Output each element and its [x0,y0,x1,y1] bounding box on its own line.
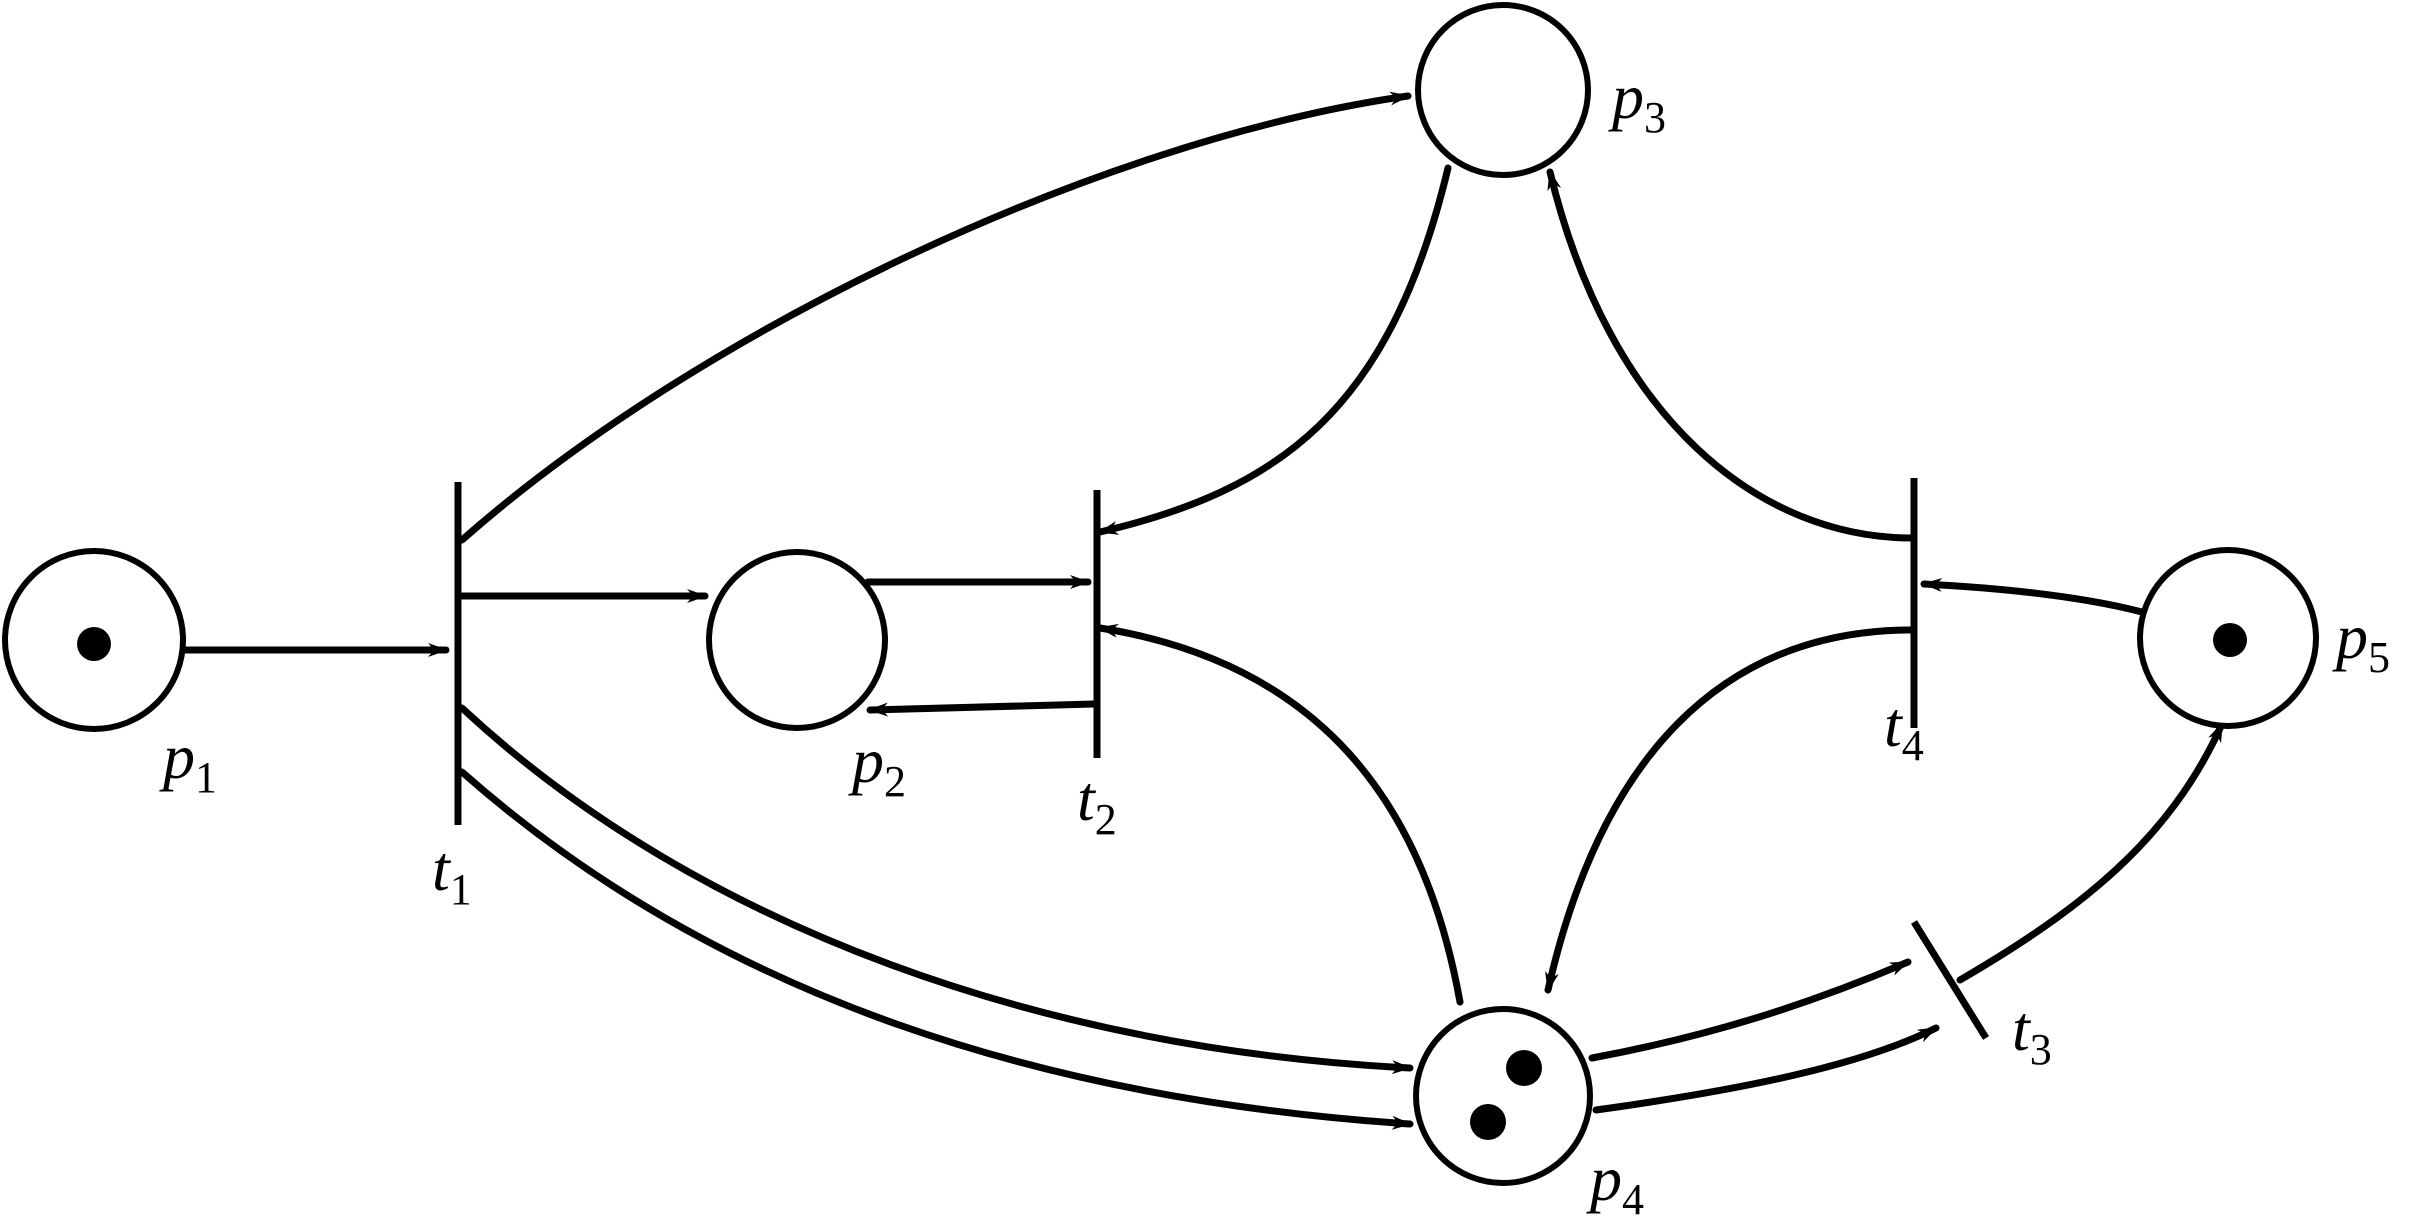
label-p4-sub: 4 [1622,1175,1644,1224]
labels: p1 p2 p3 p4 p5 t1 t2 t3 t4 [159,61,2390,1224]
label-t1-letter: t [432,833,452,904]
token-p4-b [1470,1104,1506,1140]
transition-t3 [1911,920,1989,1040]
arcs [179,91,2226,1130]
label-t2-letter: t [1077,763,1097,834]
label-p2-letter: p [848,725,884,796]
token-p1 [77,627,111,661]
label-p2: p2 [848,725,906,806]
label-t3-letter: t [2012,993,2032,1064]
token-p5 [2213,623,2247,657]
arc-t1-p4-upper [458,704,1414,1075]
arc-t1-p3 [458,91,1412,544]
label-t3-sub: 3 [2030,1025,2052,1074]
label-p1-letter: p [159,721,195,792]
token-p4-a [1506,1050,1542,1086]
label-p5-sub: 5 [2368,633,2390,682]
label-p5-letter: p [2332,601,2368,672]
label-t3: t3 [2012,993,2052,1074]
label-t2-sub: 2 [1095,795,1117,844]
arc-p4-t3-upper [1588,958,1912,1062]
label-p3-letter: p [1608,61,1644,132]
arc-t3-p5 [1956,720,2226,984]
label-t1: t1 [432,833,472,914]
label-t4-letter: t [1884,689,1904,760]
label-p4-letter: p [1586,1143,1622,1214]
tokens [77,623,2247,1140]
transitions [454,478,1989,1040]
label-t4-sub: 4 [1902,721,1924,770]
arc-t4-p4 [1544,626,1916,994]
label-p4: p4 [1586,1143,1644,1224]
arc-t1-p4-lower [458,768,1414,1130]
arc-t2-p2 [866,700,1098,717]
label-t4: t4 [1884,689,1924,770]
place-p4 [1413,1006,1593,1186]
label-p3: p3 [1608,61,1666,142]
place-p2 [706,549,888,731]
arc-p4-t3-lower [1592,1024,1940,1114]
label-t1-sub: 1 [450,865,472,914]
label-p1-sub: 1 [195,753,217,802]
arc-p5-t4 [1920,577,2146,616]
label-p5: p5 [2332,601,2390,682]
label-p2-sub: 2 [884,757,906,806]
arc-p4-t2 [1096,623,1464,1006]
label-t2: t2 [1077,763,1117,844]
arc-t4-p3 [1546,168,1916,542]
label-p3-sub: 3 [1644,93,1666,142]
label-p1: p1 [159,721,217,802]
place-p3 [1415,2,1591,178]
arc-p3-t2 [1096,164,1452,536]
